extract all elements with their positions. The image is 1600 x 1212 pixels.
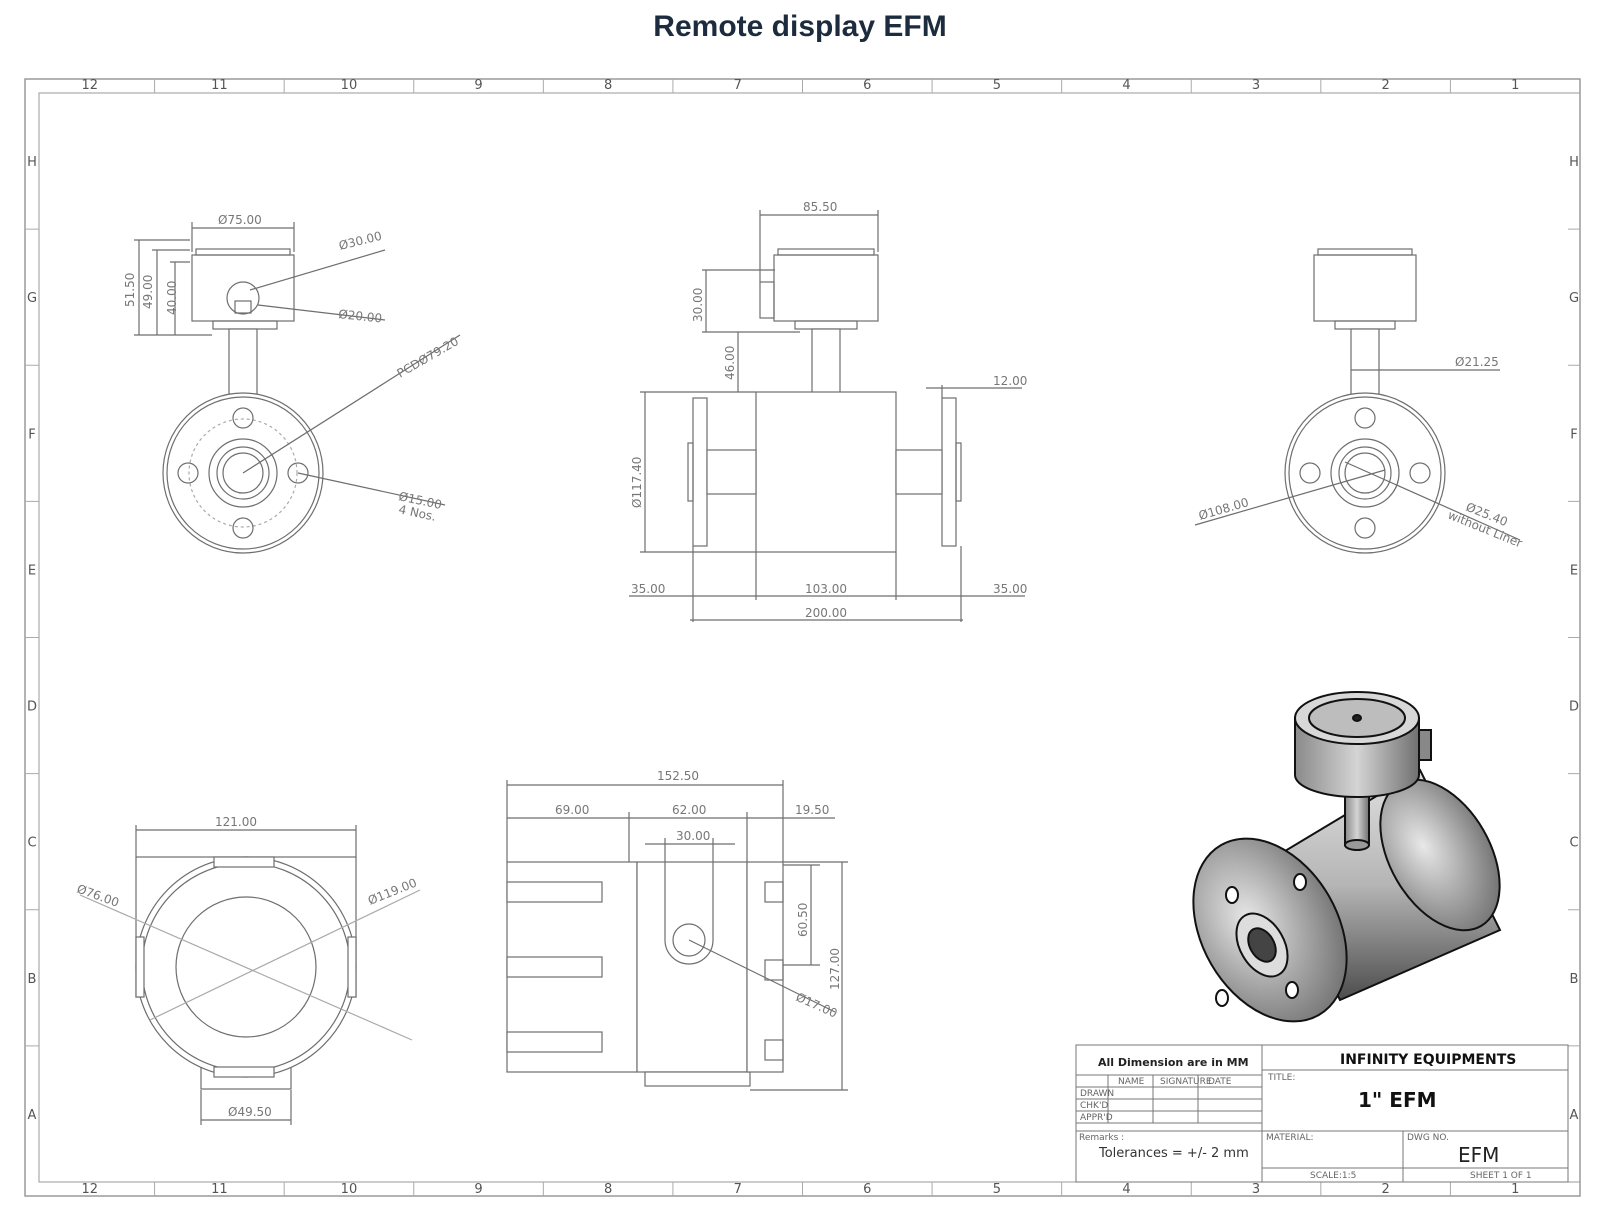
row-chkd: CHK'D [1080, 1101, 1108, 1111]
zone-row-label: F [28, 427, 35, 442]
dim-front-cable-outer: Ø30.00 [337, 229, 383, 253]
dwg-no: EFM [1458, 1143, 1499, 1167]
dim-top-d: 30.00 [676, 829, 710, 843]
material-label: MATERIAL: [1266, 1133, 1314, 1143]
title-label: TITLE: [1267, 1073, 1295, 1083]
units-note: All Dimension are in MM [1098, 1056, 1249, 1069]
zone-column-label: 5 [993, 1182, 1001, 1197]
zone-column-label: 9 [474, 1182, 482, 1197]
zone-column-label: 5 [993, 78, 1001, 93]
dim-side-head-width: 85.50 [803, 200, 837, 214]
row-apprd: APPR'D [1080, 1113, 1113, 1123]
dim-side-body-dia: Ø117.40 [630, 457, 644, 508]
zone-column-label: 6 [863, 1182, 871, 1197]
dim-right-flange: Ø108.00 [1197, 495, 1250, 523]
zone-row-label: G [1569, 291, 1579, 306]
zone-column-label: 7 [734, 78, 742, 93]
page-title: Remote display EFM [653, 10, 947, 43]
zone-column-label: 10 [341, 1182, 358, 1197]
zone-row-label: E [28, 563, 36, 578]
title-block-text: All Dimension are in MM INFINITY EQUIPME… [1079, 1052, 1532, 1181]
dim-top-b: 62.00 [672, 803, 706, 817]
zone-column-label: 12 [82, 1182, 99, 1197]
dwg-no-label: DWG NO. [1407, 1133, 1449, 1143]
zone-row-label: C [27, 836, 36, 851]
zone-column-label: 2 [1381, 78, 1389, 93]
sheet-label: SHEET 1 OF 1 [1470, 1171, 1532, 1181]
zone-row-label: E [1570, 563, 1578, 578]
zone-column-label: 1 [1511, 1182, 1519, 1197]
dim-front-h2: 49.00 [141, 275, 155, 309]
zone-ticks [25, 79, 1580, 1196]
dim-side-mid: 103.00 [805, 582, 847, 596]
zone-row-label: B [1570, 972, 1579, 987]
bottom-view [79, 825, 421, 1125]
drawing-title: 1" EFM [1358, 1088, 1437, 1112]
front-view [134, 222, 461, 554]
zone-column-label: 1 [1511, 78, 1519, 93]
scale-label: SCALE:1:5 [1310, 1171, 1356, 1181]
dim-pcd: PCDØ79.20 [395, 334, 461, 380]
dim-side-h30: 30.00 [691, 288, 705, 322]
dim-front-h3: 40.00 [165, 281, 179, 315]
right-view [1194, 248, 1521, 554]
zone-row-label: H [27, 155, 37, 170]
dim-right-neck: Ø21.25 [1455, 355, 1499, 369]
zone-column-label: 3 [1252, 78, 1260, 93]
dim-top-h1: 60.50 [796, 903, 810, 937]
dim-bottom-base: Ø49.50 [228, 1105, 272, 1119]
col-name: NAME [1118, 1077, 1145, 1087]
dim-front-head: Ø75.00 [218, 213, 262, 227]
dim-front-h1: 51.50 [123, 273, 137, 307]
zone-row-label: D [1569, 700, 1579, 715]
iso-view [1192, 691, 1502, 1023]
dim-side-h46: 46.00 [723, 346, 737, 380]
zone-column-label: 4 [1122, 78, 1130, 93]
zone-column-label: 10 [341, 78, 358, 93]
zone-row-label: A [28, 1108, 37, 1123]
dim-side-left: 35.00 [631, 582, 665, 596]
remarks-label: Remarks : [1079, 1133, 1124, 1143]
dim-side-total: 200.00 [805, 606, 847, 620]
company-name: INFINITY EQUIPMENTS [1340, 1052, 1516, 1068]
dim-top-a: 69.00 [555, 803, 589, 817]
zone-column-label: 2 [1381, 1182, 1389, 1197]
zone-column-label: 8 [604, 78, 612, 93]
zone-row-label: F [1570, 427, 1577, 442]
zone-column-label: 7 [734, 1182, 742, 1197]
dim-top-hole: Ø17.00 [794, 990, 840, 1021]
zone-column-label: 8 [604, 1182, 612, 1197]
col-date: DATE [1208, 1077, 1232, 1087]
side-view [629, 210, 1025, 622]
zone-column-label: 4 [1122, 1182, 1130, 1197]
zone-row-label: C [1569, 836, 1578, 851]
zone-row-label: H [1569, 155, 1579, 170]
title-block [1075, 1044, 1569, 1183]
dim-bottom-width: 121.00 [215, 815, 257, 829]
zone-row-label: G [27, 291, 37, 306]
zone-column-label: 3 [1252, 1182, 1260, 1197]
dim-side-flange: 12.00 [993, 374, 1027, 388]
zone-column-label: 9 [474, 78, 482, 93]
zone-column-label: 11 [211, 78, 228, 93]
dim-bottom-inner: Ø76.00 [75, 882, 121, 910]
zone-row-label: D [27, 700, 37, 715]
zone-column-label: 12 [82, 78, 99, 93]
row-drawn: DRAWN [1080, 1089, 1114, 1099]
dim-top-h2: 127.00 [828, 948, 842, 990]
dim-top-c: 19.50 [795, 803, 829, 817]
dim-front-cable-inner: Ø20.00 [338, 307, 383, 326]
dim-side-right: 35.00 [993, 582, 1027, 596]
col-signature: SIGNATURE [1160, 1077, 1212, 1087]
dim-top-total: 152.50 [657, 769, 699, 783]
zone-column-label: 11 [211, 1182, 228, 1197]
zone-column-label: 6 [863, 78, 871, 93]
tolerance-note: Tolerances = +/- 2 mm [1098, 1146, 1249, 1161]
zone-row-label: A [1570, 1108, 1579, 1123]
zone-row-label: B [28, 972, 37, 987]
top-view [506, 780, 848, 1091]
